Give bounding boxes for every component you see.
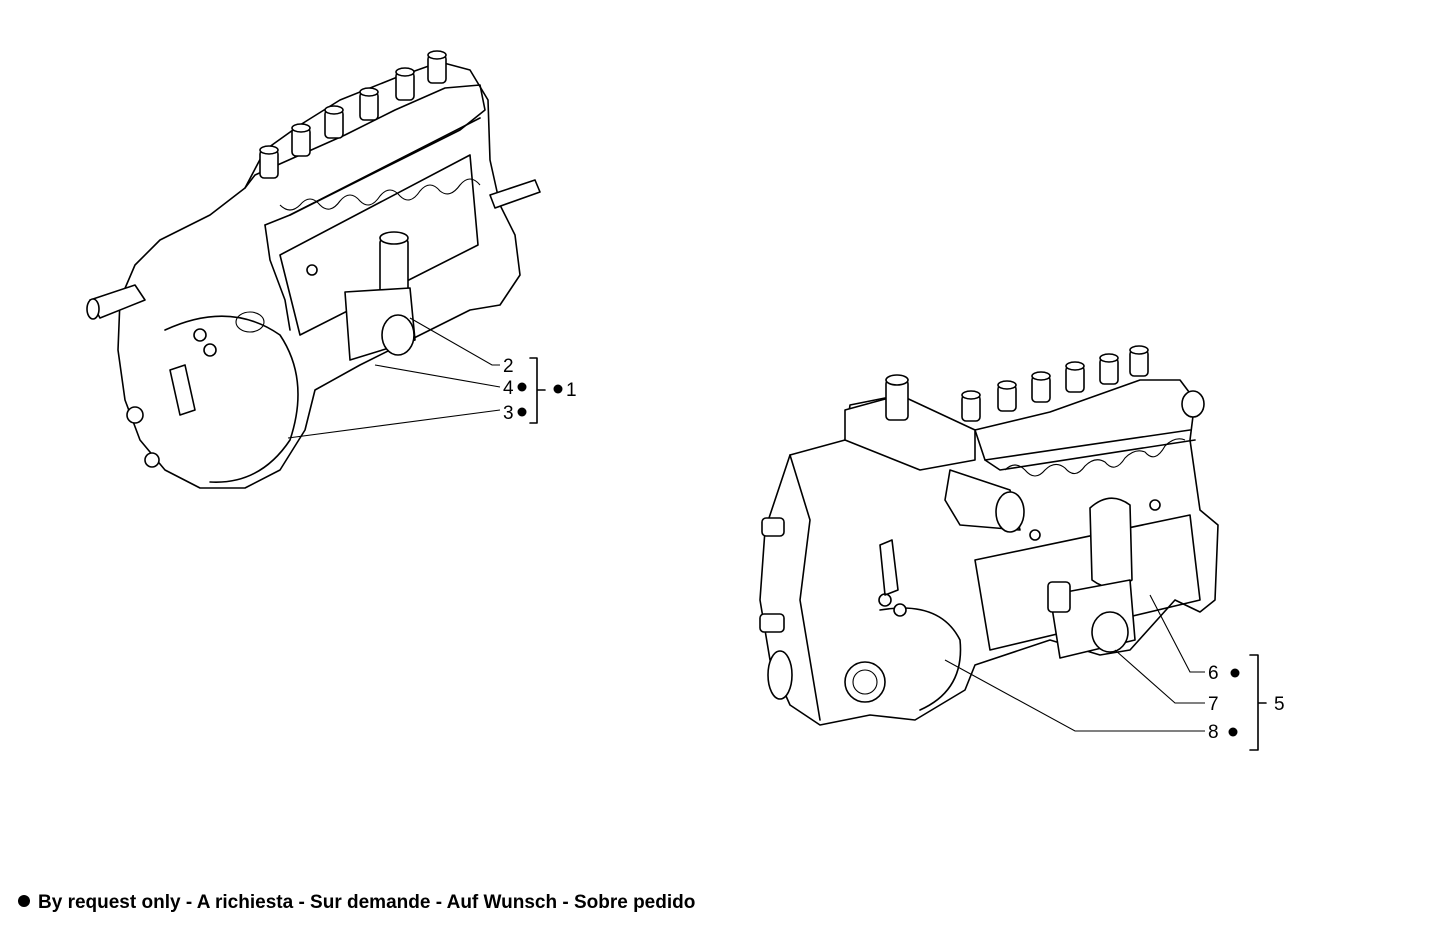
injection-pump-top-illustration [86,50,541,489]
top-callouts: 2 4 3 1 [503,356,577,424]
callout-3-label: 3 [503,403,514,424]
footnote: By request only - A richiesta - Sur dema… [18,892,695,914]
callout-6-bullet [1230,668,1240,678]
callout-8-bullet [1228,727,1238,737]
callout-3-bullet [517,407,527,417]
callout-8-label: 8 [1208,722,1219,743]
callout-4-bullet [517,382,527,392]
footnote-text: By request only - A richiesta - Sur dema… [38,892,696,913]
injection-pump-bottom-illustration [759,345,1219,726]
top-leader-lines [287,317,501,439]
callout-4-label: 4 [503,378,514,399]
bottom-group-bracket [1249,654,1267,751]
top-group-bracket [529,357,546,424]
callout-6-label: 6 [1208,663,1219,684]
bottom-callouts: 6 7 8 5 [1208,654,1285,751]
callout-1-label: 1 [566,380,577,401]
bullet-icon [18,895,30,907]
callout-1-bullet [553,384,563,394]
callout-7-label: 7 [1208,694,1219,715]
bottom-leader-lines [944,594,1205,732]
callout-2-label: 2 [503,356,514,377]
callout-5-label: 5 [1274,694,1285,715]
